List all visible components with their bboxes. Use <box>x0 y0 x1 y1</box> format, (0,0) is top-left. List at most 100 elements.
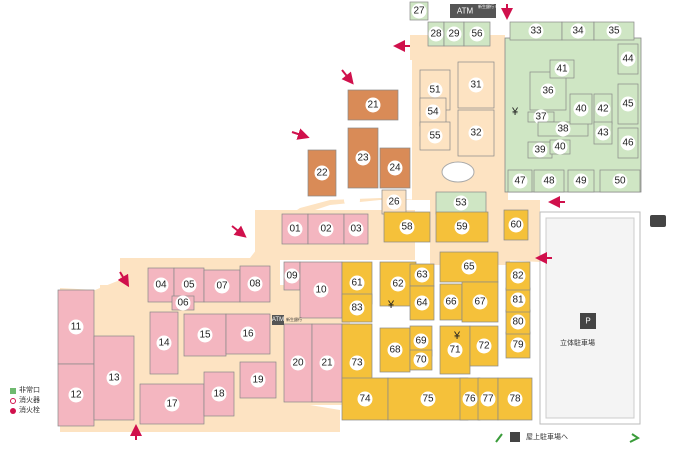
unit-badge-08 <box>247 276 263 292</box>
unit-label-81: 81 <box>512 295 524 306</box>
atrium-circle-3 <box>441 161 475 183</box>
unit-label-55: 55 <box>429 131 441 142</box>
unit-label-11: 11 <box>71 322 82 333</box>
unit-badge-82 <box>510 268 526 284</box>
legend-hydrant: 消火栓 <box>10 406 40 416</box>
atrium-circle-2 <box>344 192 360 208</box>
unit-label-16: 16 <box>242 329 254 340</box>
unit-badge-29 <box>446 26 462 42</box>
unit-badge-09 <box>284 268 300 284</box>
unit-label-05: 05 <box>183 280 195 291</box>
unit-label-13: 13 <box>108 373 120 384</box>
legend-extinguisher-label: 消火器 <box>19 397 40 404</box>
unit-label-02: 02 <box>320 224 332 235</box>
unit-label-44: 44 <box>622 54 634 65</box>
unit-label-63: 63 <box>416 270 428 281</box>
unit-label-82: 82 <box>512 271 524 282</box>
unit-badge-64 <box>414 295 430 311</box>
unit-label-04: 04 <box>155 280 167 291</box>
unit-label-27: 27 <box>413 6 425 17</box>
unit-label-28: 28 <box>430 29 442 40</box>
unit-label-62: 62 <box>392 279 404 290</box>
unit-81[interactable] <box>505 287 531 313</box>
rooftop-parking-icon <box>510 432 520 442</box>
unit-23[interactable] <box>347 127 379 189</box>
unit-label-72: 72 <box>478 341 490 352</box>
unit-badge-65 <box>461 259 477 275</box>
unit-label-70: 70 <box>415 355 427 366</box>
unit-label-03: 03 <box>350 224 362 235</box>
unit-label-56: 56 <box>471 29 483 40</box>
unit-badge-10 <box>313 282 329 298</box>
unit-badge-16 <box>240 326 256 342</box>
unit-badge-14 <box>156 335 172 351</box>
atm-top-box <box>450 4 496 18</box>
unit-badge-61 <box>349 275 365 291</box>
unit-badge-38 <box>555 121 571 137</box>
unit-badge-81 <box>510 292 526 308</box>
unit-badge-32 <box>468 125 484 141</box>
unit-badge-43 <box>595 125 611 141</box>
atm-mid-box <box>272 315 284 325</box>
unit-badge-75 <box>420 391 436 407</box>
unit-label-78: 78 <box>509 394 521 405</box>
unit-badge-22 <box>314 165 330 181</box>
unit-badge-79 <box>510 337 526 353</box>
unit-badge-36 <box>540 83 556 99</box>
unit-badge-47 <box>512 173 528 189</box>
unit-badge-63 <box>414 267 430 283</box>
unit-badge-48 <box>541 173 557 189</box>
unit-badge-46 <box>620 135 636 151</box>
atm-top-sub: 新生銀行 ゆうちょ <box>478 3 511 9</box>
unit-badge-54 <box>425 104 441 120</box>
unit-badge-74 <box>357 391 373 407</box>
legend-emergency-exit: 非常口 <box>10 386 40 396</box>
unit-label-50: 50 <box>614 176 626 187</box>
unit-label-07: 07 <box>216 281 228 292</box>
unit-label-74: 74 <box>359 394 371 405</box>
unit-badge-60 <box>508 217 524 233</box>
unit-badge-06 <box>175 295 191 311</box>
unit-label-53: 53 <box>455 198 467 209</box>
unit-label-12: 12 <box>70 390 82 401</box>
legend-extinguisher: 消火器 <box>10 396 40 406</box>
unit-badge-33 <box>528 23 544 39</box>
unit-label-48: 48 <box>543 176 555 187</box>
unit-badge-45 <box>620 96 636 112</box>
unit-label-54: 54 <box>427 107 439 118</box>
unit-badge-67 <box>472 294 488 310</box>
unit-label-22: 22 <box>316 168 328 179</box>
unit-label-64: 64 <box>416 298 428 309</box>
unit-label-47: 47 <box>514 176 526 187</box>
unit-label-06: 06 <box>177 298 189 309</box>
unit-label-71: 71 <box>449 345 461 356</box>
unit-badge-12 <box>68 387 84 403</box>
unit-badge-62 <box>390 276 406 292</box>
unit-label-37: 37 <box>535 112 547 123</box>
unit-label-31: 31 <box>470 80 482 91</box>
unit-badge-51 <box>427 82 443 98</box>
unit-badge-05 <box>181 277 197 293</box>
unit-badge-50 <box>612 173 628 189</box>
rooftop-parking-label: 屋上駐車場へ <box>526 434 568 441</box>
unit-badge-15 <box>197 327 213 343</box>
unit-badge-28 <box>428 26 444 42</box>
unit-label-59: 59 <box>456 222 468 233</box>
unit-badge-70 <box>413 352 429 368</box>
unit-label-15: 15 <box>199 330 211 341</box>
unit-badge-19 <box>250 372 266 388</box>
rooftop-arrows <box>495 433 640 443</box>
unit-60[interactable] <box>503 209 529 241</box>
unit-badge-71 <box>447 342 463 358</box>
unit-label-18: 18 <box>213 389 225 400</box>
bus-icon <box>650 215 666 227</box>
unit-label-67: 67 <box>474 297 486 308</box>
unit-badge-58 <box>399 219 415 235</box>
unit-badge-31 <box>468 77 484 93</box>
unit-label-46: 46 <box>622 138 634 149</box>
unit-label-76: 76 <box>464 394 476 405</box>
unit-label-51: 51 <box>429 85 441 96</box>
unit-badge-83 <box>349 300 365 316</box>
unit-label-75: 75 <box>422 394 434 405</box>
unit-label-43: 43 <box>597 128 609 139</box>
